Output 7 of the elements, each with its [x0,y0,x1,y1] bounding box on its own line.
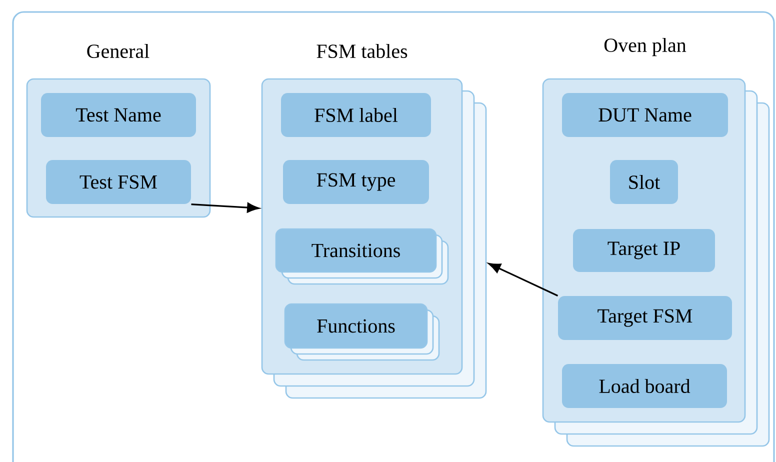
arrow [191,202,260,213]
field-box: Test FSM [46,160,191,204]
panel-heading: General [87,44,150,58]
panel-heading: FSM tables [316,44,408,58]
field-box: Test Name [41,93,196,137]
panel-heading: Oven plan [604,38,686,56]
arrow [488,262,558,296]
